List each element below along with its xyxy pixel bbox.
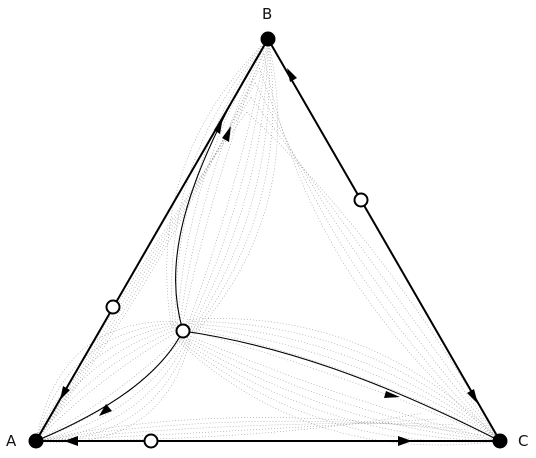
arrow-bc-up <box>287 68 297 82</box>
arrow-ac-right <box>398 436 412 446</box>
flow-line <box>35 420 469 442</box>
flow-line <box>176 38 269 330</box>
flow-line <box>185 323 501 442</box>
flow-line <box>182 332 501 442</box>
flow-line <box>35 332 185 442</box>
flow-line <box>35 413 421 442</box>
flow-line <box>35 329 182 442</box>
flow-line <box>180 338 501 442</box>
arrow-bc-down <box>467 389 478 404</box>
fixed-point-ab <box>105 299 121 315</box>
flow-line <box>35 417 485 442</box>
flow-line <box>194 38 279 335</box>
flow-line <box>184 38 269 332</box>
vertex-label-b: B <box>262 5 273 23</box>
flow-line <box>188 38 269 333</box>
trajectory-field <box>35 38 501 446</box>
flow-line <box>35 337 189 442</box>
arrow-ac-left <box>64 436 78 446</box>
fixed-point-interior <box>175 323 191 339</box>
flow-line <box>35 321 176 442</box>
edge-bc <box>267 38 501 442</box>
flow-line <box>35 334 186 442</box>
trajectory-to-a <box>35 330 184 442</box>
flow-line <box>186 318 501 442</box>
flow-line <box>35 335 187 442</box>
flow-line <box>192 38 274 334</box>
arrow-ab-up <box>214 117 223 134</box>
trajectory-to-b <box>175 38 269 332</box>
flow-line <box>186 321 501 442</box>
flow-line <box>178 38 269 330</box>
flow-line <box>171 38 269 329</box>
vertex-label-a: A <box>6 432 17 450</box>
arrow-ab-down <box>60 386 70 400</box>
arrow-interior-right <box>384 391 400 398</box>
flow-line <box>35 338 190 442</box>
flow-line <box>35 324 179 442</box>
flow-line <box>35 68 260 442</box>
arrow-interior-up <box>222 126 231 142</box>
flow-line <box>35 423 453 442</box>
flow-line <box>183 328 501 442</box>
flow-line <box>35 327 181 442</box>
flow-line <box>35 322 178 442</box>
flow-line <box>250 97 501 442</box>
flow-line <box>180 336 501 442</box>
flow-line <box>184 325 501 442</box>
arrow-interior-down <box>99 404 112 416</box>
trajectory-to-c <box>182 330 501 442</box>
flow-line <box>259 68 501 442</box>
fixed-point-ac <box>143 433 159 449</box>
flow-line <box>263 53 501 442</box>
vertex-c-dot <box>492 433 508 449</box>
flow-line <box>35 82 256 442</box>
flow-line <box>186 38 269 333</box>
vertex-label-c: C <box>518 432 529 450</box>
flow-line <box>35 53 265 442</box>
flow-line <box>190 38 270 334</box>
flow-line <box>35 418 437 442</box>
flow-line <box>184 326 501 442</box>
fixed-point-bc <box>353 192 369 208</box>
vertex-b-dot <box>260 31 276 47</box>
flow-line <box>246 111 501 442</box>
vertex-a-dot <box>28 433 44 449</box>
flow-line <box>35 340 191 443</box>
flow-line <box>174 38 269 329</box>
flow-line <box>181 334 501 442</box>
flow-line <box>254 82 501 442</box>
